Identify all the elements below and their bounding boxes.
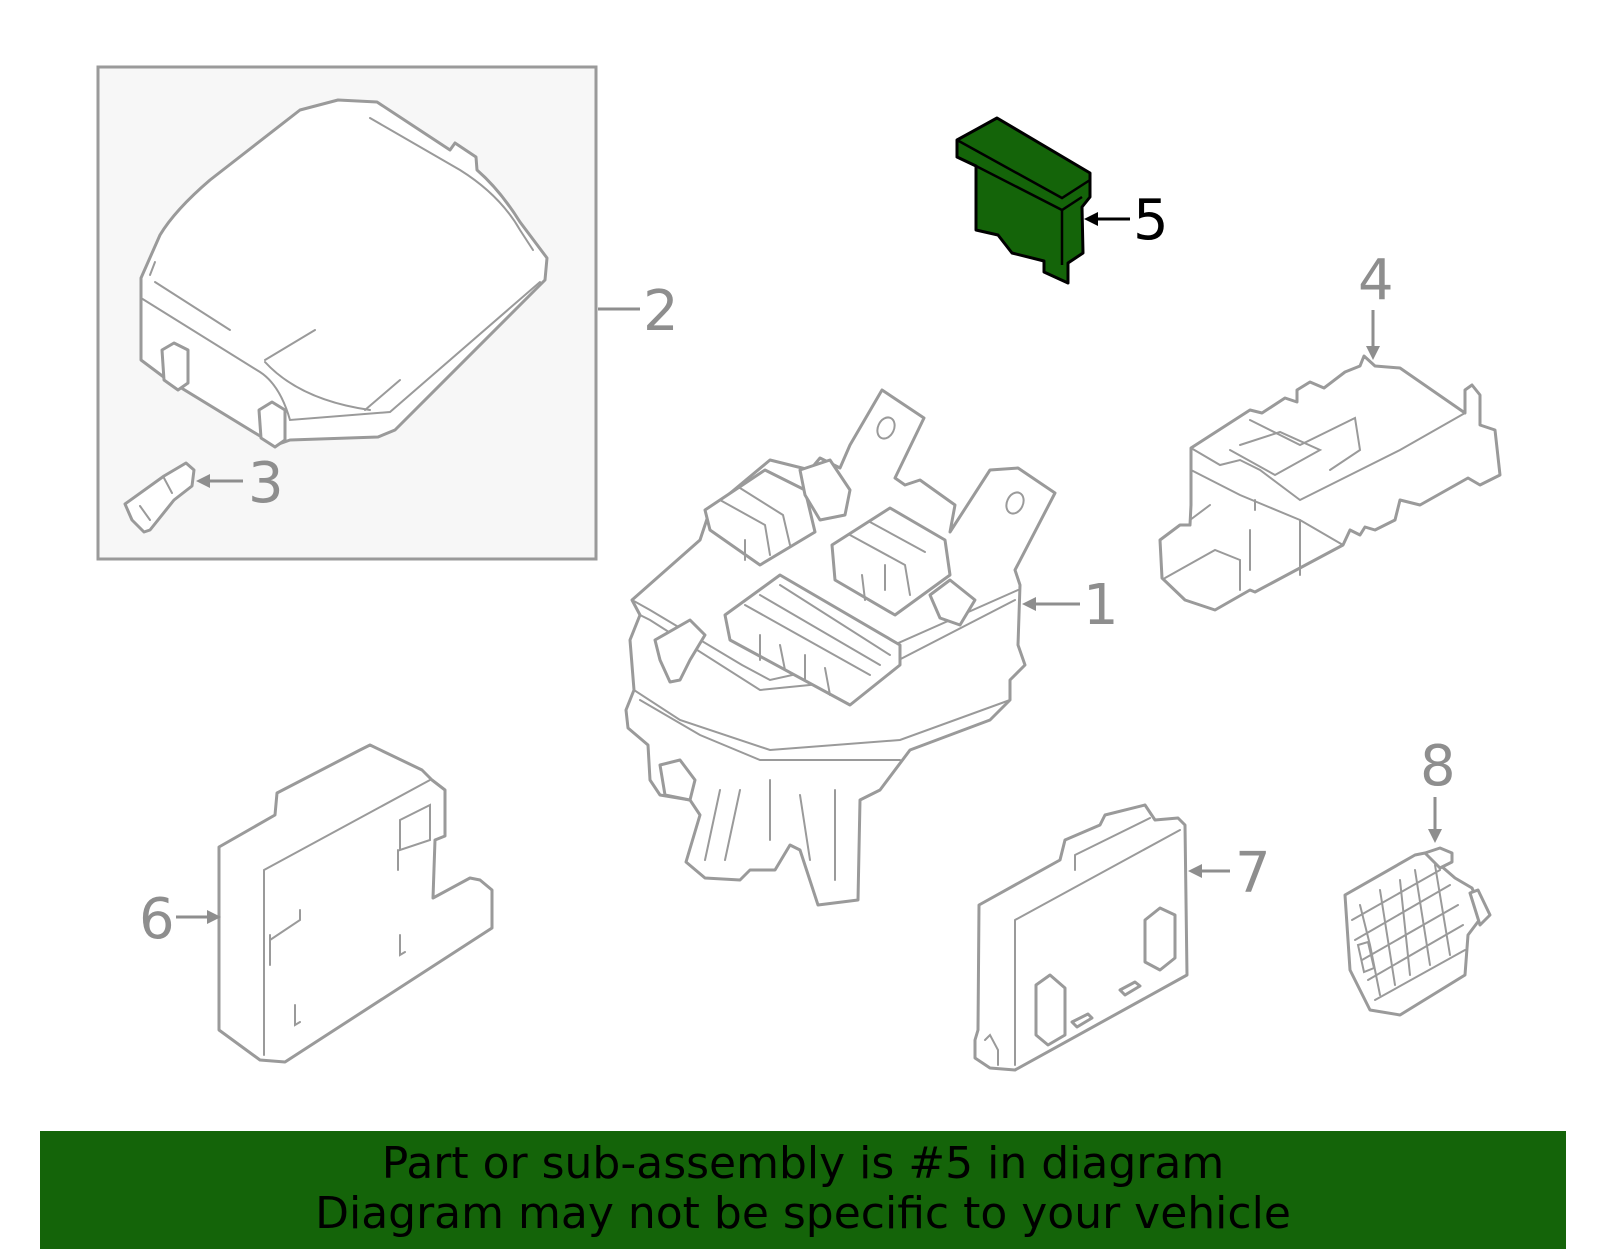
leaders xyxy=(176,212,1442,924)
callout-2: 2 xyxy=(643,279,679,344)
callout-5: 5 xyxy=(1133,188,1169,253)
part-7-module[interactable] xyxy=(973,803,1189,1072)
callout-8: 8 xyxy=(1420,734,1456,799)
info-banner: Part or sub-assembly is #5 in diagram Di… xyxy=(40,1131,1566,1249)
callout-4: 4 xyxy=(1358,248,1394,313)
banner-line-1: Part or sub-assembly is #5 in diagram xyxy=(381,1138,1225,1189)
part-6-module[interactable] xyxy=(217,743,494,1064)
banner-line-2: Diagram may not be specific to your vehi… xyxy=(315,1188,1291,1239)
callout-7: 7 xyxy=(1235,841,1271,906)
part-8-connector[interactable] xyxy=(1343,846,1492,1017)
callout-6: 6 xyxy=(139,887,175,952)
part-2-cover[interactable] xyxy=(139,98,549,449)
callout-1: 1 xyxy=(1083,573,1119,638)
part-4-bracket[interactable] xyxy=(1158,354,1502,612)
callout-3: 3 xyxy=(248,451,284,516)
part-3-clip[interactable] xyxy=(123,461,196,534)
part-1-fuse-box[interactable] xyxy=(624,388,1057,907)
part-5-highlighted[interactable] xyxy=(955,116,1092,285)
